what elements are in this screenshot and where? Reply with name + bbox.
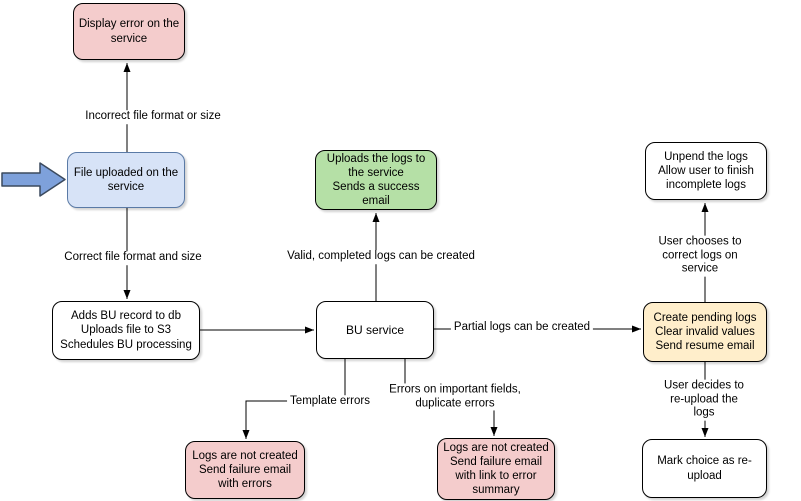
node-create-pending-logs: Create pending logs Clear invalid values…	[643, 302, 767, 362]
node-bu-service: BU service	[316, 301, 434, 359]
label-partial-logs: Partial logs can be created	[450, 321, 594, 335]
node-uploads-logs-success: Uploads the logs to the service Sends a …	[315, 150, 437, 210]
label-important-fields: Errors on important fields, duplicate er…	[386, 383, 524, 411]
node-logs-not-created-summary: Logs are not created Send failure email …	[437, 438, 555, 500]
node-logs-not-created-errors: Logs are not created Send failure email …	[185, 441, 305, 499]
node-adds-bu-record: Adds BU record to db Uploads file to S3 …	[52, 301, 200, 360]
node-unpend-logs: Unpend the logs Allow user to finish inc…	[645, 142, 767, 200]
label-correct-format: Correct file format and size	[61, 251, 205, 265]
node-file-uploaded: File uploaded on the service	[67, 152, 185, 208]
node-display-error: Display error on the service	[73, 3, 185, 60]
node-mark-reupload: Mark choice as re- upload	[642, 439, 767, 498]
label-template-errors: Template errors	[287, 395, 373, 409]
label-user-chooses: User chooses to correct logs on service	[649, 235, 751, 277]
label-valid-completed: Valid, completed logs can be created	[284, 250, 478, 264]
label-user-decides: User decides to re-upload the logs	[655, 379, 753, 421]
label-incorrect-format: Incorrect file format or size	[82, 110, 224, 124]
entry-arrow-icon	[1, 162, 66, 197]
